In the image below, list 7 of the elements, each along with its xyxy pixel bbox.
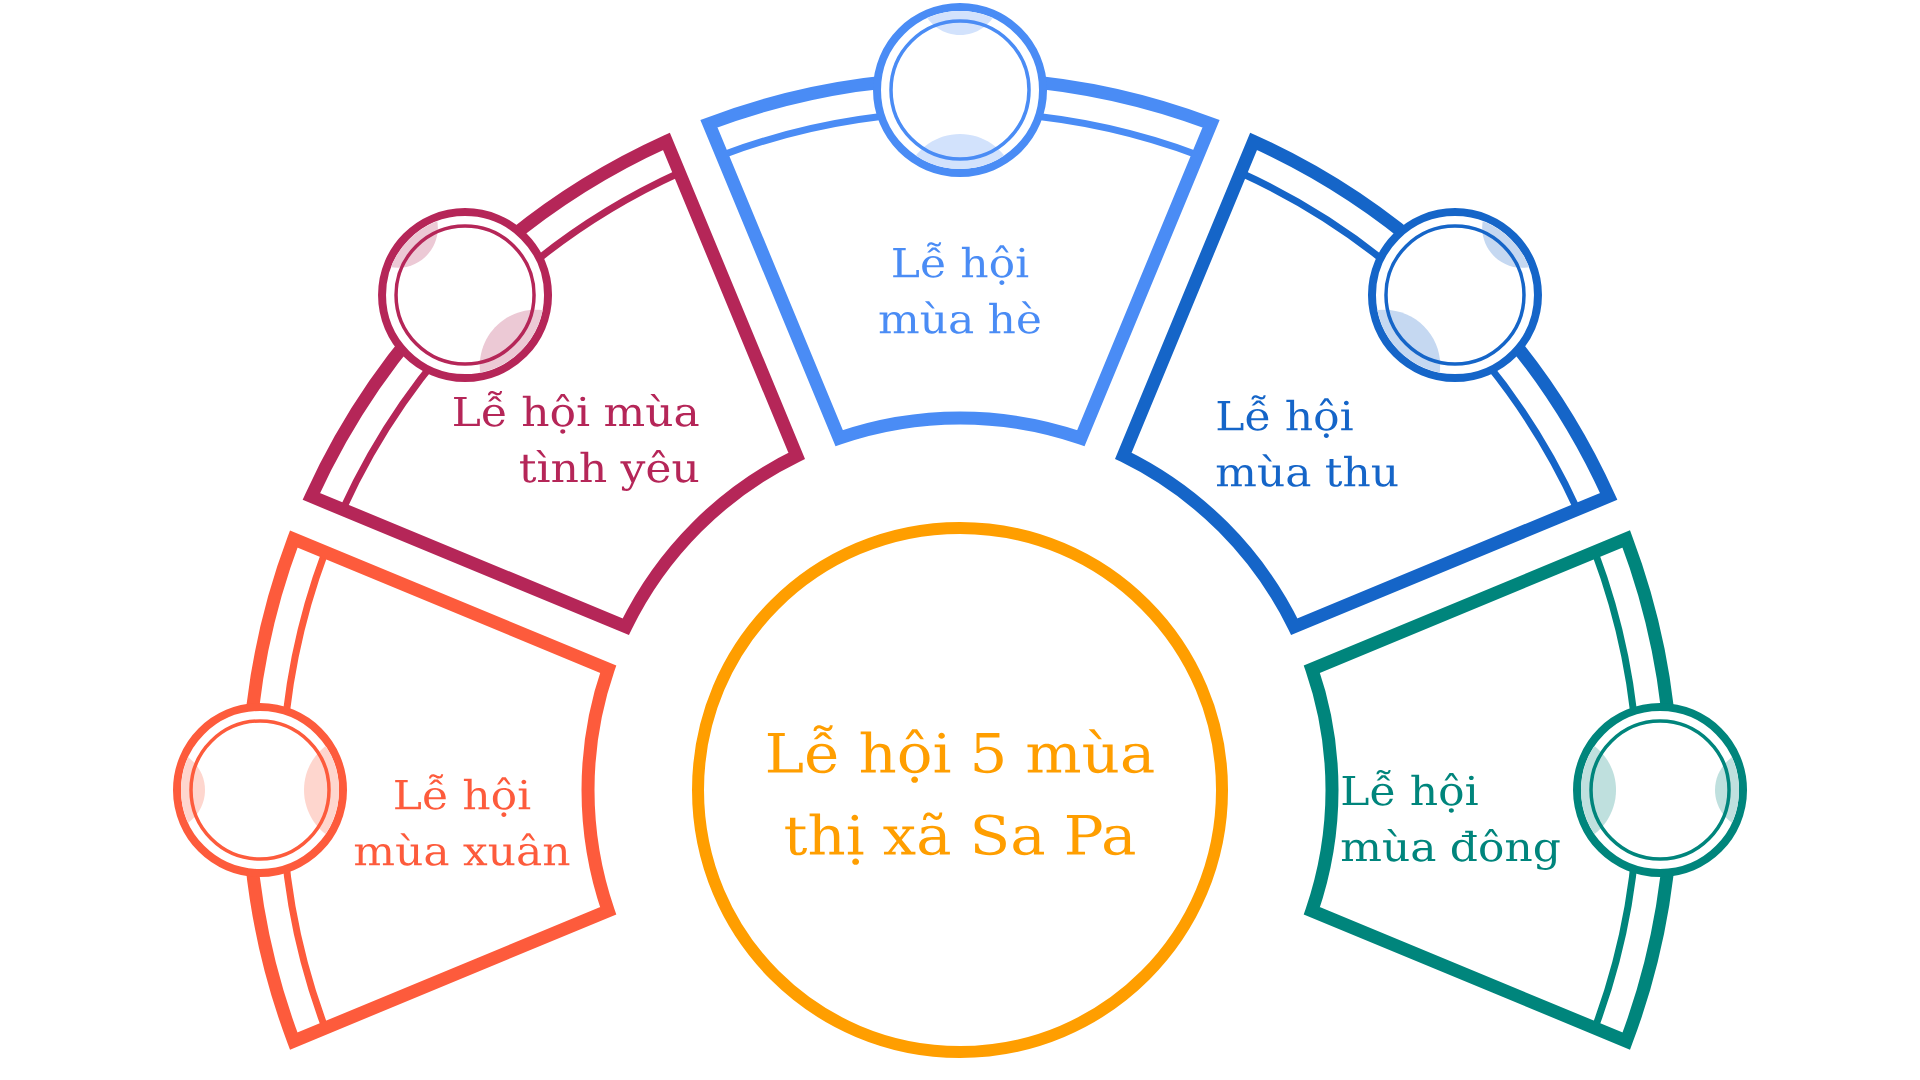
ring-circle	[378, 208, 553, 383]
ring-circle	[173, 703, 347, 877]
ring-circle	[1368, 208, 1542, 383]
segment-panel: Lễ hội mùa tình yêu	[304, 134, 804, 634]
ring-circle	[1573, 703, 1747, 877]
ring-circle	[873, 3, 1047, 177]
segment-panel: Lễ hội mùa thu	[1116, 134, 1616, 634]
